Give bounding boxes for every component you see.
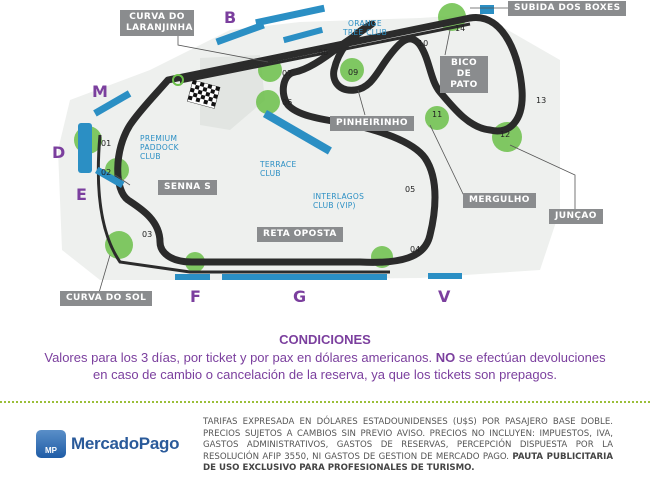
grandstand-m: M [92, 82, 108, 101]
mercadopago-logo: MP MercadoPago [36, 429, 179, 459]
grandstand-b: B [224, 8, 237, 27]
turn-07: 07 [282, 69, 292, 78]
label-curva-laranjinha: CURVA DO LARANJINHA [120, 10, 194, 36]
conditions-line1-a: Valores para los 3 días, por ticket y po… [44, 350, 436, 365]
start-marker [172, 74, 184, 86]
turn-06: 06 [282, 98, 292, 107]
leader-lines [97, 7, 576, 297]
conditions-no: NO [435, 350, 456, 365]
grandstand-e: E [76, 185, 87, 204]
conditions-line1-b: se efectúan devoluciones [455, 350, 606, 365]
label-reta-oposta: RETA OPOSTA [257, 227, 343, 242]
mercadopago-badge-icon: MP [36, 430, 66, 458]
grandstand-f: F [190, 287, 201, 306]
zone-premium-paddock: PREMIUM PADDOCK CLUB [140, 134, 179, 161]
race-track [114, 14, 526, 266]
label-bico-pato: BICO DE PATO [440, 56, 488, 93]
turn-08: 08 [318, 48, 328, 57]
turn-13: 13 [536, 96, 546, 105]
grandstand-g: G [293, 287, 307, 306]
mercadopago-name: MercadoPago [71, 434, 180, 453]
turn-01: 01 [101, 139, 111, 148]
turn-numbers: 01 02 03 04 05 06 07 08 09 10 11 12 13 1… [101, 24, 546, 254]
turn-11: 11 [432, 110, 442, 119]
grandstand-d: D [52, 143, 66, 162]
label-mergulho: MERGULHO [463, 193, 536, 208]
turn-12: 12 [500, 130, 510, 139]
turn-02: 02 [101, 168, 111, 177]
checkered-flag-icon [186, 79, 221, 109]
label-pinheirinho: PINHEIRINHO [330, 116, 414, 131]
legal-disclaimer: TARIFAS EXPRESADA EN DÓLARES ESTADOUNIDE… [203, 417, 613, 475]
conditions-title: CONDICIONES [279, 332, 371, 347]
conditions-text: Valores para los 3 días, por ticket y po… [0, 349, 650, 383]
turn-10: 10 [418, 39, 428, 48]
zone-interlagos: INTERLAGOS CLUB (VIP) [313, 192, 365, 210]
turn-05: 05 [405, 185, 415, 194]
conditions-line2: en caso de cambio o cancelación de la re… [93, 367, 557, 382]
legal-bold: PAUTA PUBLICITARIA DE USO EXCLUSIVO PARA… [203, 451, 613, 474]
circuit-map: 01 02 03 04 05 06 07 08 09 10 11 12 13 1… [58, 3, 576, 297]
turn-14: 14 [455, 24, 465, 33]
zone-terrace: TERRACE CLUB [260, 160, 297, 178]
turn-09: 09 [348, 68, 358, 77]
turn-04: 04 [410, 245, 420, 254]
label-curva-sol: CURVA DO SOL [60, 291, 153, 306]
label-subida-boxes: SUBIDA DOS BOXES [508, 1, 627, 16]
legal-text: TARIFAS EXPRESADA EN DÓLARES ESTADOUNIDE… [203, 417, 613, 462]
label-senna-s: SENNA S [158, 180, 218, 195]
pit-lane [96, 22, 471, 274]
label-juncao: JUNÇAO [549, 209, 603, 224]
grandstands [78, 4, 494, 280]
dotted-divider [0, 401, 650, 403]
grandstand-v: V [438, 287, 451, 306]
zone-orange-tree: ORANGE TREE CLUB [342, 19, 388, 37]
turn-03: 03 [142, 230, 152, 239]
